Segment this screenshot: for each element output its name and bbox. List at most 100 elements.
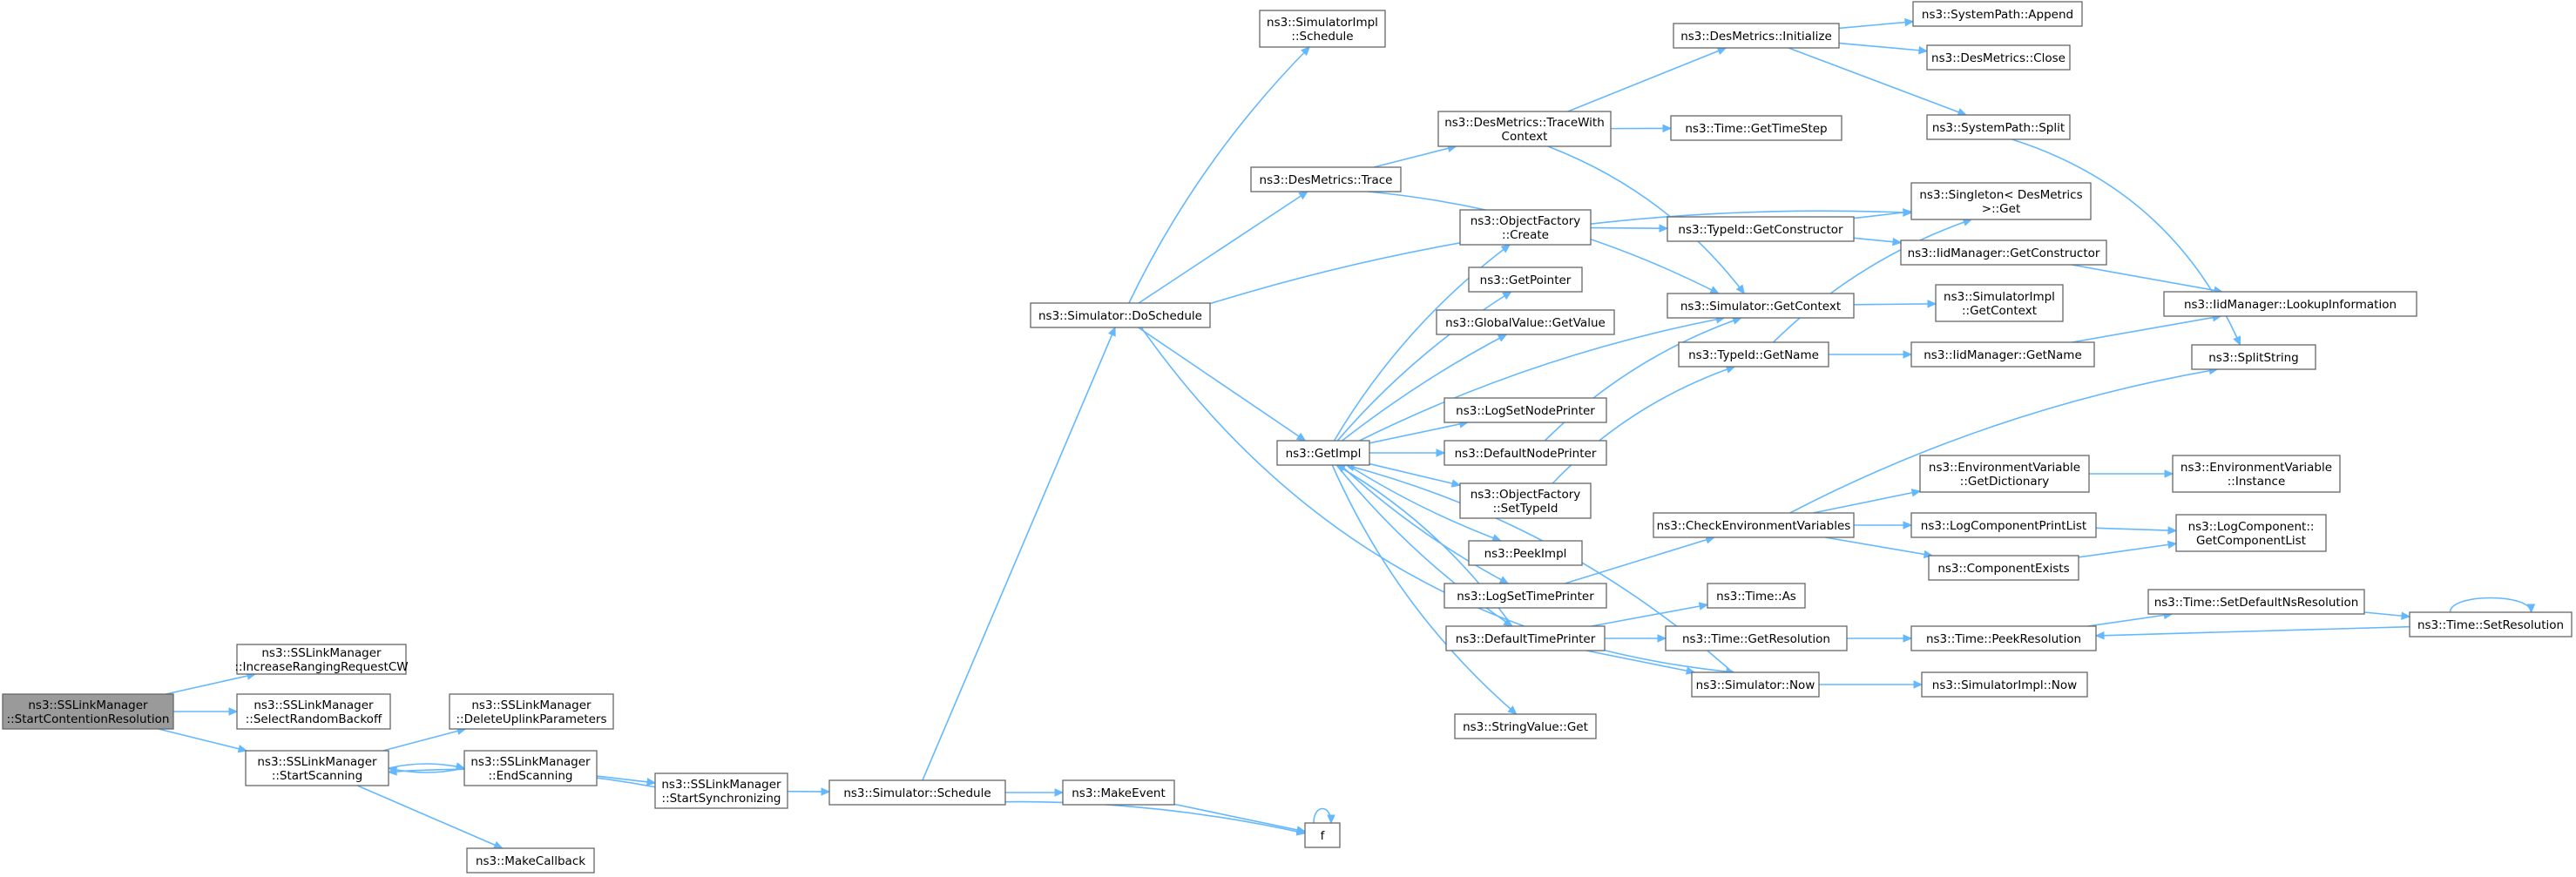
edge-tsr-to-tsr — [2449, 597, 2532, 613]
edge-tgc-to-sing — [1853, 211, 1912, 219]
node-root[interactable]: ns3::SSLinkManager::StartContentionResol… — [2, 693, 174, 730]
node-dnp[interactable]: ns3::DefaultNodePrinter — [1444, 440, 1607, 466]
node-f[interactable]: f — [1304, 822, 1341, 848]
node-box — [236, 693, 391, 730]
node-tgr[interactable]: ns3::Time::GetResolution — [1665, 625, 1848, 651]
edge-dtp-to-getimpl-arrowhead — [1335, 464, 1346, 473]
node-box — [2191, 344, 2316, 370]
node-incr[interactable]: ns3::SSLinkManager::IncreaseRangingReque… — [234, 644, 409, 675]
edge-getimpl-to-gp-arrowhead — [1502, 291, 1512, 300]
node-lsnp[interactable]: ns3::LogSetNodePrinter — [1444, 397, 1607, 423]
node-sps[interactable]: ns3::SystemPath::Split — [1926, 114, 2071, 140]
node-ssched[interactable]: ns3::Simulator::Schedule — [828, 779, 1006, 806]
node-lcpl[interactable]: ns3::LogComponentPrintList — [1910, 512, 2097, 538]
edge-getimpl-to-ofst — [1369, 462, 1461, 486]
node-getimpl[interactable]: ns3::GetImpl — [1276, 440, 1370, 466]
node-selr[interactable]: ns3::SSLinkManager::SelectRandomBackoff — [236, 693, 391, 730]
node-label-line: ns3::SSLinkManager — [471, 698, 592, 712]
edge-getimpl-to-gvgv-arrowhead — [1497, 334, 1508, 342]
edge-mkev-to-f-arrowhead — [1295, 826, 1307, 834]
node-dtp[interactable]: ns3::DefaultTimePrinter — [1445, 625, 1606, 651]
edge-endsc-to-ssync-arrowhead — [646, 778, 657, 786]
node-gvgv[interactable]: ns3::GlobalValue::GetValue — [1436, 309, 1615, 335]
node-ss[interactable]: ns3::SplitString — [2191, 344, 2316, 370]
edge-tsdr-to-tsr-arrowhead — [2401, 611, 2411, 620]
edge-ssched-to-dosch — [922, 327, 1116, 781]
node-box — [1910, 625, 2097, 651]
node-imgn[interactable]: ns3::IidManager::GetName — [1910, 341, 2095, 368]
node-dmcl[interactable]: ns3::DesMetrics::Close — [1926, 44, 2071, 71]
node-ofcr[interactable]: ns3::ObjectFactory::Create — [1459, 209, 1592, 246]
node-tgts[interactable]: ns3::Time::GetTimeStep — [1670, 115, 1842, 141]
node-box — [1926, 114, 2071, 140]
node-sinow[interactable]: ns3::SimulatorImpl::Now — [1921, 671, 2088, 698]
node-ssync[interactable]: ns3::SSLinkManager::StartSynchronizing — [654, 772, 788, 809]
node-label-line: ns3::TypeId::GetConstructor — [1678, 223, 1843, 237]
node-box — [1926, 44, 2071, 71]
node-label-line: ns3::GetImpl — [1286, 447, 1362, 461]
node-label-line: ns3::CheckEnvironmentVariables — [1657, 519, 1851, 533]
node-lcgcl[interactable]: ns3::LogComponent::GetComponentList — [2175, 514, 2327, 552]
edge-getimpl-to-ofcr — [1333, 244, 1511, 442]
edge-getimpl-to-lstp-arrowhead — [1498, 576, 1510, 584]
node-dminit[interactable]: ns3::DesMetrics::Initialize — [1673, 23, 1840, 49]
node-imgc[interactable]: ns3::IidManager::GetConstructor — [1900, 239, 2107, 266]
node-gp[interactable]: ns3::GetPointer — [1468, 266, 1583, 293]
node-simsch[interactable]: ns3::SimulatorImpl::Schedule — [1259, 10, 1386, 48]
node-dmtr[interactable]: ns3::DesMetrics::Trace — [1250, 166, 1402, 192]
edge-ce-to-lcgcl — [2078, 543, 2177, 558]
node-tsdr[interactable]: ns3::Time::SetDefaultNsResolution — [2147, 589, 2365, 615]
node-ofst[interactable]: ns3::ObjectFactory::SetTypeId — [1459, 482, 1592, 519]
edge-dminit-to-spa — [1838, 20, 1914, 30]
node-box — [1707, 583, 1806, 609]
edge-dminit-to-sps — [1788, 47, 1967, 116]
edge-ssched-to-f — [1004, 800, 1306, 834]
node-tgc[interactable]: ns3::TypeId::GetConstructor — [1667, 216, 1855, 242]
node-spa[interactable]: ns3::SystemPath::Append — [1912, 1, 2083, 27]
edge-getimpl-to-gvgv — [1342, 334, 1507, 442]
node-evi[interactable]: ns3::EnvironmentVariable::Instance — [2172, 455, 2341, 493]
node-mkcb[interactable]: ns3::MakeCallback — [466, 847, 595, 874]
edge-dminit-to-dmcl — [1838, 42, 1928, 52]
edge-dmtwc-to-sgc — [1547, 145, 1745, 294]
node-label-line: ::StartScanning — [272, 769, 362, 783]
edge-ssync-to-ssched-arrowhead — [821, 787, 831, 796]
node-mkev[interactable]: ns3::MakeEvent — [1062, 779, 1175, 806]
node-tpr[interactable]: ns3::Time::PeekResolution — [1910, 625, 2097, 651]
node-box — [245, 750, 389, 786]
node-sgc[interactable]: ns3::Simulator::GetContext — [1667, 293, 1855, 319]
node-label-line: ns3::SystemPath::Split — [1932, 121, 2065, 135]
node-pi[interactable]: ns3::PeekImpl — [1468, 540, 1583, 566]
edge-start-to-delup — [382, 728, 466, 752]
node-cev[interactable]: ns3::CheckEnvironmentVariables — [1653, 512, 1855, 538]
edge-cev-to-ce — [1824, 536, 1933, 557]
node-ce[interactable]: ns3::ComponentExists — [1928, 555, 2079, 581]
node-label-line: ns3::ComponentExists — [1937, 562, 2069, 576]
node-endsc[interactable]: ns3::SSLinkManager::EndScanning — [463, 750, 598, 786]
node-imli[interactable]: ns3::IidManager::LookupInformation — [2163, 291, 2417, 317]
node-evgd[interactable]: ns3::EnvironmentVariable::GetDictionary — [1919, 455, 2090, 493]
node-label-line: ::Schedule — [1291, 30, 1353, 44]
edge-root-to-selr-arrowhead — [228, 707, 239, 716]
node-delup[interactable]: ns3::SSLinkManager::DeleteUplinkParamete… — [449, 693, 614, 730]
node-sigc[interactable]: ns3::SimulatorImpl::GetContext — [1935, 284, 2064, 322]
edge-ssched-to-dosch-arrowhead — [1107, 326, 1116, 337]
node-svg[interactable]: ns3::StringValue::Get — [1454, 713, 1597, 739]
edge-mkev-to-f — [1173, 803, 1306, 833]
edge-lcpl-to-lcgcl — [2095, 527, 2177, 532]
node-label-line: ::SelectRandomBackoff — [246, 712, 382, 726]
node-sing[interactable]: ns3::Singleton< DesMetrics >::Get — [1910, 182, 2092, 220]
edge-dosch-to-getimpl — [1138, 327, 1306, 442]
edge-dmtr-to-dmtwc — [1373, 145, 1457, 168]
node-lstp[interactable]: ns3::LogSetTimePrinter — [1444, 583, 1607, 609]
node-tas[interactable]: ns3::Time::As — [1707, 583, 1806, 609]
node-tsr[interactable]: ns3::Time::SetResolution — [2409, 611, 2573, 638]
node-label-line: ::GetDictionary — [1960, 475, 2049, 489]
node-tgn[interactable]: ns3::TypeId::GetName — [1678, 341, 1829, 368]
node-start[interactable]: ns3::SSLinkManager::StartScanning — [245, 750, 389, 786]
edge-dosch-to-getimpl-arrowhead — [1295, 432, 1307, 442]
node-snow[interactable]: ns3::Simulator::Now — [1691, 671, 1820, 698]
node-box — [1919, 455, 2090, 493]
node-dosch[interactable]: ns3::Simulator::DoSchedule — [1030, 302, 1211, 328]
